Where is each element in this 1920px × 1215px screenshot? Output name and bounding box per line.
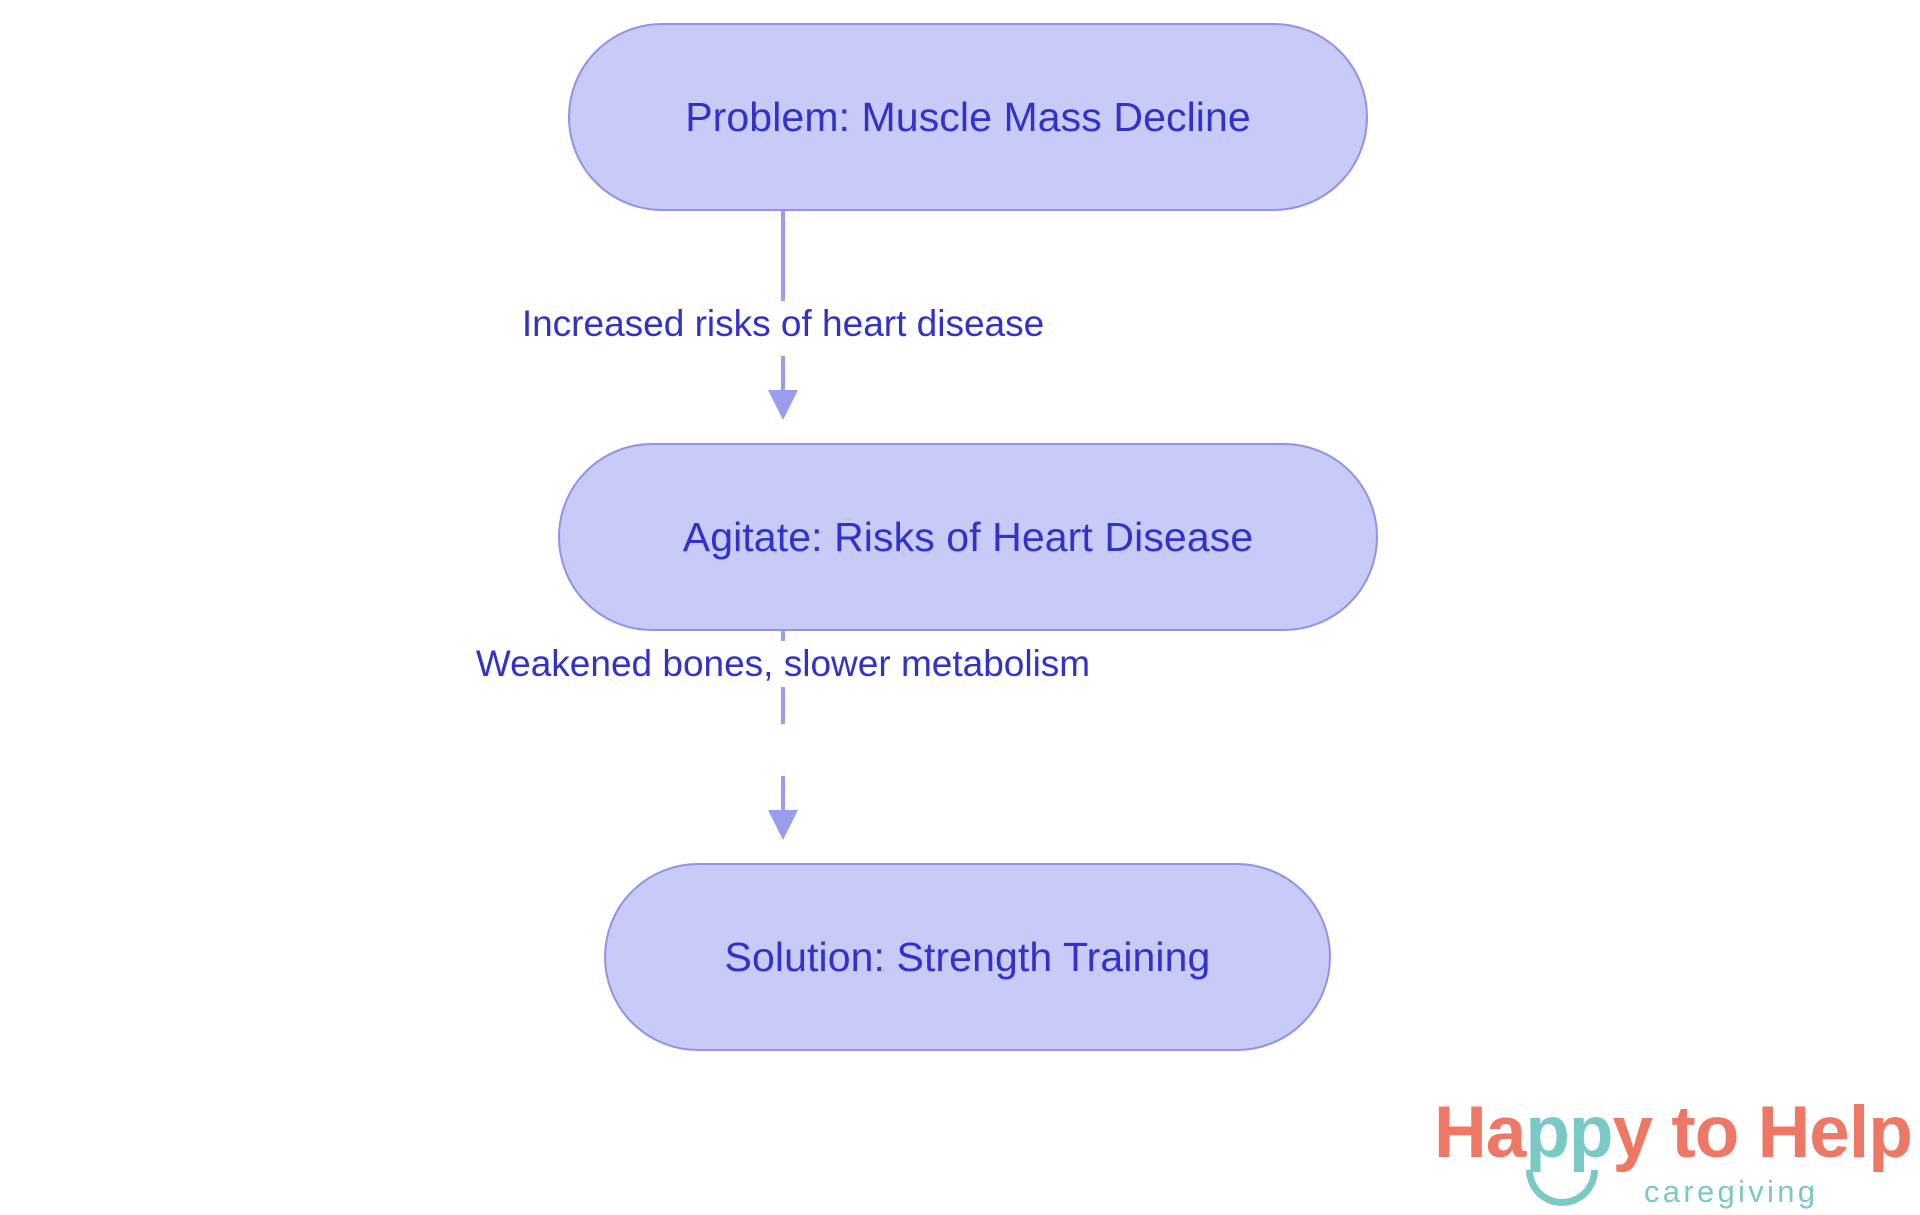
edge-problem-agitate-line-upper (781, 211, 785, 304)
flow-node-problem[interactable]: Problem: Muscle Mass Decline (568, 23, 1368, 211)
edge-agitate-solution-line-lower (781, 776, 785, 817)
flow-node-agitate[interactable]: Agitate: Risks of Heart Disease (558, 443, 1378, 631)
smile-icon (1526, 1170, 1598, 1206)
edge-problem-agitate-line-lower (781, 356, 785, 397)
flow-node-solution[interactable]: Solution: Strength Training (604, 863, 1331, 1051)
brand-logo-wordmark: Happy to Help (1434, 1096, 1913, 1169)
brand-logo-word-ha: Ha (1434, 1092, 1526, 1173)
brand-logo-tagline: caregiving (1644, 1174, 1819, 1209)
flow-node-solution-label: Solution: Strength Training (724, 933, 1211, 980)
flow-node-agitate-label: Agitate: Risks of Heart Disease (682, 513, 1254, 560)
flowchart: Problem: Muscle Mass Decline Increased r… (467, 23, 1378, 1051)
edge-problem-agitate-arrowhead-icon (768, 390, 798, 420)
brand-logo-word-y: y (1612, 1092, 1654, 1173)
brand-logo-word-to-help: to Help (1652, 1092, 1912, 1173)
brand-logo: Happy to Help caregiving (1434, 1096, 1913, 1209)
edge-agitate-solution-label: Weakened bones, slower metabolism (467, 641, 1099, 687)
edge-agitate-solution-arrowhead-icon (768, 810, 798, 840)
brand-logo-word-pp: pp (1525, 1092, 1613, 1173)
edge-problem-agitate-label: Increased risks of heart disease (513, 301, 1053, 347)
flow-node-problem-label: Problem: Muscle Mass Decline (685, 93, 1251, 140)
